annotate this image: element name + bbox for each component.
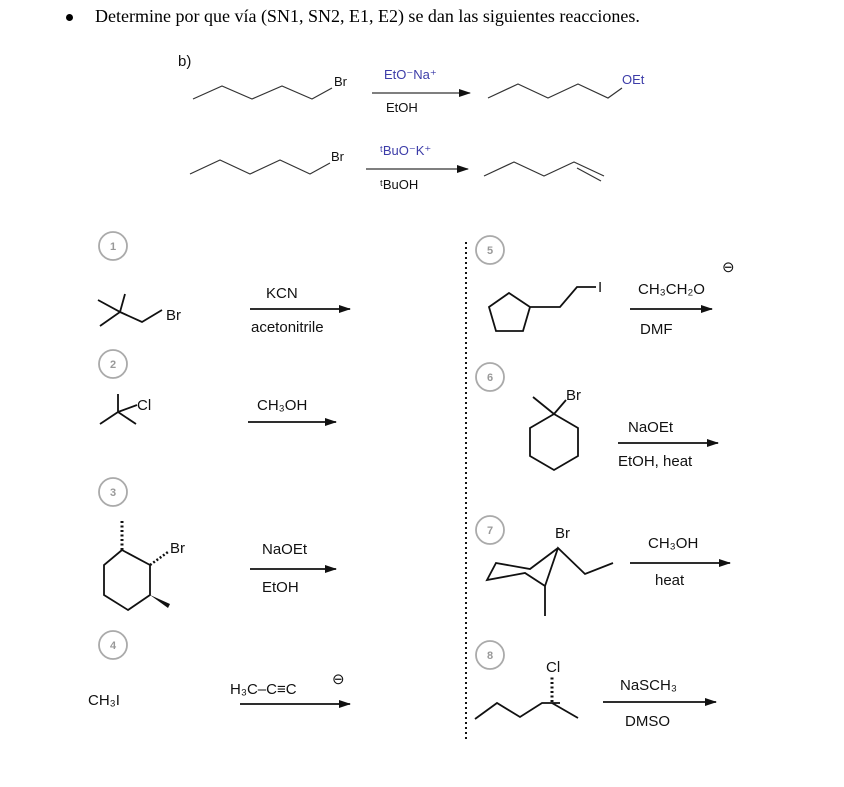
wedge-bond [150, 595, 170, 608]
cyclopentyl-ethyl-iodide [487, 286, 596, 332]
problem-4: 4 CH₃I H₃C–C≡C ⊖ [88, 630, 351, 709]
reagent-bottom: acetonitrile [251, 319, 324, 336]
number-circle [98, 231, 128, 261]
instruction-text: Determine por que vía (SN1, SN2, E1, E2)… [95, 6, 640, 26]
reagent-top: CH₃CH₂O [638, 281, 705, 298]
reagent-top: CH₃OH [648, 535, 698, 552]
reagent-top: NaSCH₃ [620, 677, 677, 694]
reaction-b2: Br ᵗBuO⁻K⁺ ᵗBuOH [189, 143, 605, 192]
number-circle [475, 515, 505, 545]
substrate-label: Br [566, 387, 581, 404]
chloroalkane-chain [474, 701, 579, 720]
problem-number: 5 [487, 245, 493, 257]
substrate-label: Br [166, 307, 181, 324]
problem-5: 5 I CH₃CH₂O ⊖ DMF [475, 235, 735, 338]
substrate-label: Br [555, 525, 570, 542]
negative-charge-icon: ⊖ [722, 259, 735, 276]
problem-number: 4 [110, 640, 117, 652]
substrate-label: Br [170, 540, 185, 557]
substrate-label: Cl [546, 659, 560, 676]
reagent-top: NaOEt [262, 541, 308, 558]
reagent-top: EtO⁻Na⁺ [384, 67, 437, 82]
reagent-top: H₃C–C≡C [230, 681, 297, 698]
problem-7: 7 Br CH₃OH heat [475, 515, 731, 616]
substrate-label: CH₃I [88, 692, 120, 709]
reagent-bottom: EtOH [386, 100, 418, 115]
part-b-label: b) [178, 53, 191, 70]
methylcyclohexyl-bromide [529, 396, 579, 472]
product-group-label: OEt [622, 72, 645, 87]
number-circle [98, 630, 128, 660]
problem-number: 1 [110, 241, 116, 253]
alkene-product [483, 161, 605, 177]
substrate-label: Cl [137, 397, 151, 414]
reagent-bottom: EtOH [262, 579, 299, 596]
pentyl-bromide [189, 159, 331, 175]
bullet-icon [66, 14, 73, 21]
double-bond [576, 167, 602, 182]
problem-3: 3 Br NaOEt EtOH [98, 477, 337, 612]
reaction-b1: Br EtO⁻Na⁺ EtOH OEt [192, 67, 645, 115]
number-circle [475, 640, 505, 670]
problem-number: 2 [110, 359, 116, 371]
tert-butyl-chloride [99, 394, 138, 425]
leaving-group-label: Br [331, 149, 345, 164]
cyclohexane-ring [103, 548, 151, 612]
substrate-label: I [598, 279, 602, 296]
hashed-bond [149, 550, 169, 567]
problem-number: 8 [487, 650, 493, 662]
negative-charge-icon: ⊖ [332, 671, 345, 688]
reagent-bottom: DMF [640, 321, 673, 338]
neopentyl-bromide [97, 293, 163, 327]
problem-1: 1 Br KCN acetonitrile [97, 231, 351, 336]
number-circle [475, 235, 505, 265]
problem-number: 6 [487, 372, 493, 384]
problem-number: 7 [487, 525, 493, 537]
problem-6: 6 Br NaOEt EtOH, heat [475, 362, 719, 472]
chair-cyclohexane [485, 546, 614, 616]
problem-8: 8 Cl NaSCH₃ DMSO [474, 640, 717, 730]
reagent-bottom: DMSO [625, 713, 670, 730]
reagent-top: NaOEt [628, 419, 674, 436]
number-circle [98, 349, 128, 379]
reagent-top: ᵗBuO⁻K⁺ [380, 143, 431, 158]
ether-product [487, 83, 623, 99]
reagent-bottom: heat [655, 572, 685, 589]
leaving-group-label: Br [334, 74, 348, 89]
problem-2: 2 Cl CH₃OH [98, 349, 337, 426]
pentyl-bromide [192, 85, 333, 100]
number-circle [475, 362, 505, 392]
reagent-bottom: EtOH, heat [618, 453, 693, 470]
reagent-top: KCN [266, 285, 298, 302]
problem-number: 3 [110, 487, 116, 499]
reagent-bottom: ᵗBuOH [380, 177, 418, 192]
reagent-top: CH₃OH [257, 397, 307, 414]
number-circle [98, 477, 128, 507]
